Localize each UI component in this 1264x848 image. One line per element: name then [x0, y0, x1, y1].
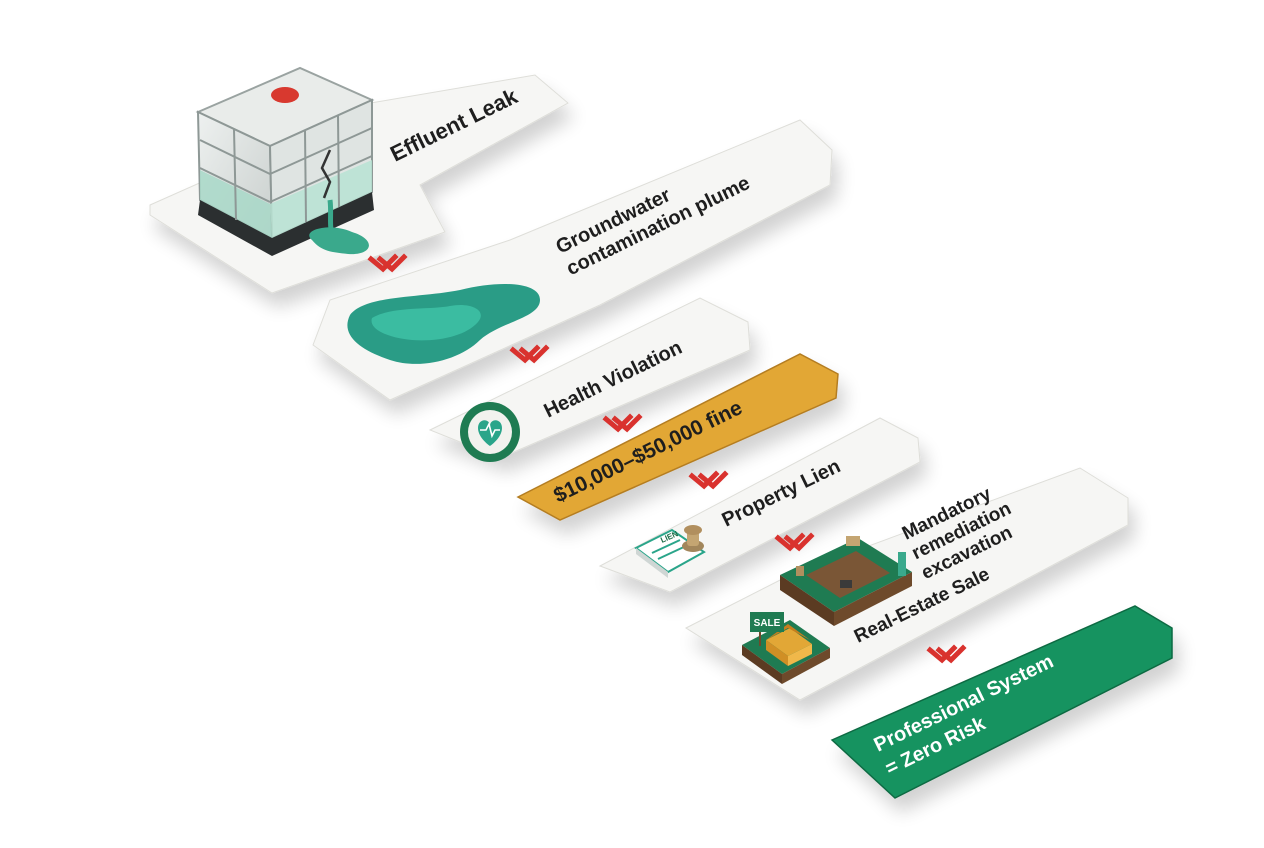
- chevron: [688, 470, 720, 490]
- card-fine: [516, 353, 839, 521]
- chevron: [697, 470, 729, 490]
- double-chevron-down-icon: [509, 344, 550, 364]
- chevron: [509, 344, 541, 364]
- sale-sign-label: SALE: [754, 618, 781, 629]
- card-professional-system: [830, 605, 1173, 799]
- card-surface: [830, 605, 1173, 799]
- rubber-stamp-icon: [682, 525, 704, 552]
- chevron: [783, 532, 815, 552]
- excavation-pit-icon: [780, 536, 912, 626]
- chevron: [774, 532, 806, 552]
- chevron: [367, 253, 399, 273]
- chevron: [926, 644, 958, 664]
- chevron: [935, 644, 967, 664]
- chevron: [376, 253, 408, 273]
- house-for-sale-icon: SALE: [742, 612, 830, 684]
- card-surface: [516, 353, 839, 521]
- double-chevron-down-icon: [602, 413, 643, 433]
- chevron: [611, 413, 643, 433]
- chevron: [602, 413, 634, 433]
- contamination-plume-icon: [347, 284, 540, 364]
- double-chevron-down-icon: [367, 253, 408, 273]
- chevron: [518, 344, 550, 364]
- double-chevron-down-icon: [688, 470, 729, 490]
- health-seal-icon: [460, 402, 520, 462]
- double-chevron-down-icon: [926, 644, 967, 664]
- double-chevron-down-icon: [774, 532, 815, 552]
- ibc-tank-icon: [195, 66, 375, 256]
- arrows: [367, 253, 967, 664]
